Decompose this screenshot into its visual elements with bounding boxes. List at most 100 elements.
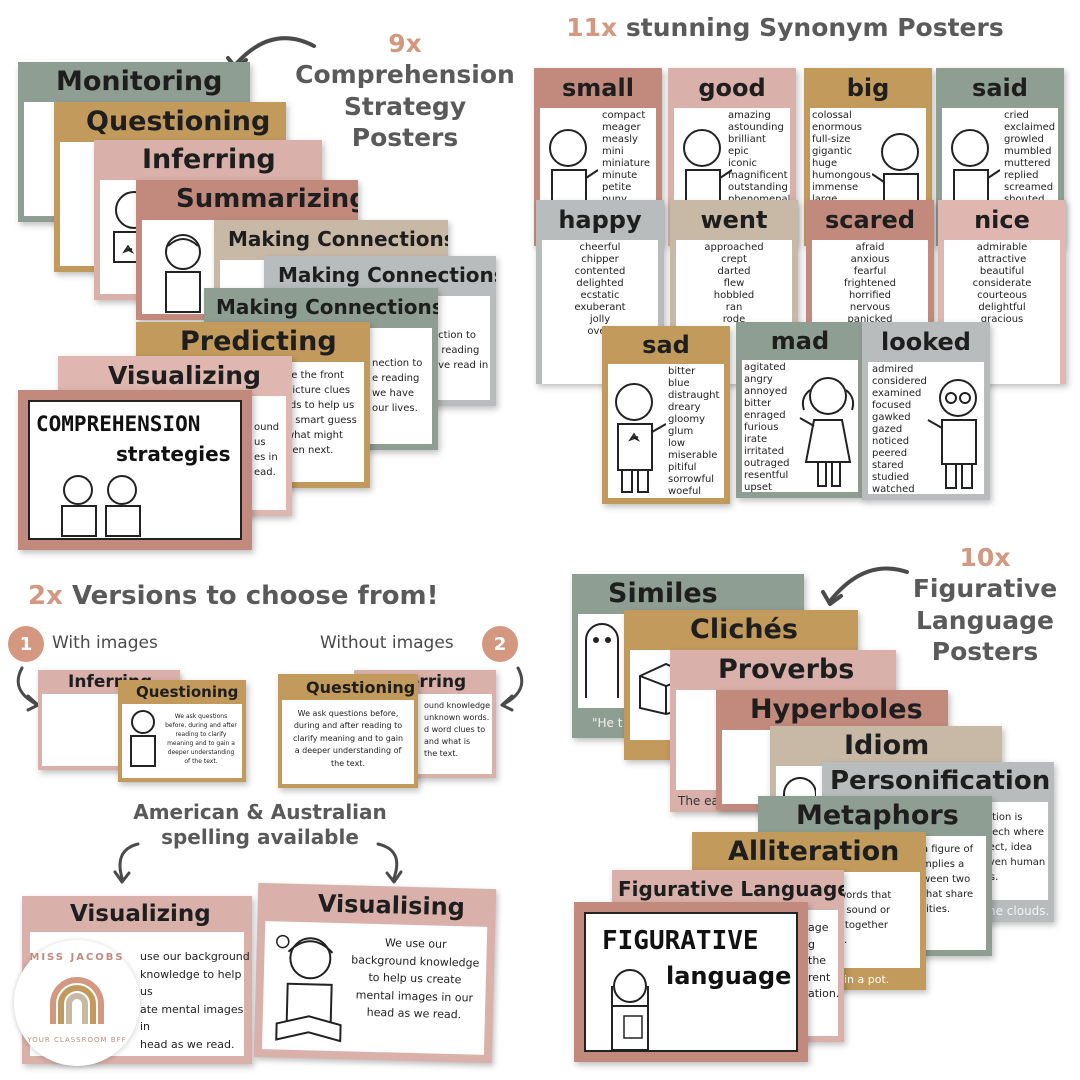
rainbow-icon	[50, 977, 104, 1024]
cover-title: COMPREHENSION	[36, 412, 201, 436]
version-badge-2: 2	[482, 626, 518, 662]
synonym-word: scared	[825, 206, 915, 234]
poster-snippet: "He t	[592, 716, 623, 730]
card-title: Questioning	[136, 683, 239, 701]
curved-arrow-icon	[113, 842, 140, 884]
child-glasses-icon	[927, 379, 977, 489]
poster-title: Idiom	[844, 729, 930, 761]
card-text: We ask questions before, during and afte…	[292, 709, 404, 768]
figurative-line1: Figurative	[912, 574, 1058, 604]
versions-text: Versions to choose from!	[71, 581, 439, 611]
reading-children-icon	[61, 475, 141, 537]
comprehension-heading: 9x Comprehension Strategy Posters	[290, 28, 520, 153]
poster-title: Hyperboles	[750, 693, 923, 725]
girl-pointing-icon	[799, 377, 855, 487]
poster-title: Personification	[830, 766, 1051, 796]
synonym-word: small	[562, 74, 634, 102]
version-label-with-images: With images	[52, 633, 158, 653]
card-title: Visualising	[317, 889, 466, 922]
child-pointing-icon	[615, 383, 666, 493]
ghost-icon	[585, 623, 619, 698]
poster-title: Proverbs	[718, 653, 855, 685]
cover-title: FIGURATIVE	[602, 926, 759, 956]
card-text: We use our background knowledge to help …	[351, 936, 480, 1022]
reading-girl-icon	[275, 934, 342, 1043]
poster-title: Predicting	[180, 325, 337, 357]
poster-title: Metaphors	[796, 799, 959, 831]
poster-title: Similes	[608, 577, 718, 609]
version-card-questioning-plain: Questioning We ask questions before, dur…	[278, 674, 418, 788]
curved-arrow-icon	[376, 842, 403, 884]
synonym-word: went	[700, 206, 768, 234]
synonym-word: nice	[974, 206, 1030, 234]
poster-title: Summarizing	[176, 184, 358, 214]
synonym-word: big	[846, 74, 890, 102]
poster-snippet: he clouds.	[988, 904, 1050, 918]
poster-title: Inferring	[142, 143, 276, 175]
poster-title: Monitoring	[56, 65, 223, 97]
cover-subtitle: strategies	[116, 442, 231, 466]
girl-holding-paper-icon	[611, 969, 649, 1051]
cover-subtitle: language	[666, 962, 792, 990]
synonym-word: mad	[770, 327, 830, 355]
synonym-word: good	[698, 74, 766, 102]
synonym-word: said	[972, 74, 1028, 102]
figurative-line3: Posters	[931, 636, 1039, 666]
card-title: Visualizing	[70, 901, 211, 927]
spelling-card-visualising: Visualising We use our background knowle…	[253, 882, 497, 1064]
synonym-heading: 11x stunning Synonym Posters	[560, 12, 1010, 43]
poster-comprehension-cover: COMPREHENSION strategies	[18, 390, 252, 550]
poster-title: Making Connections	[278, 263, 496, 287]
brand-logo: MISS JACOBS YOUR CLASSROOM BFF	[14, 940, 140, 1066]
versions-count: 2x	[28, 581, 63, 611]
card-title: Questioning	[306, 677, 416, 697]
child-icon	[165, 234, 201, 313]
comprehension-line2: Strategy	[343, 91, 467, 121]
child-icon	[130, 710, 156, 767]
synonym-word: sad	[642, 331, 690, 359]
figurative-line2: Language	[915, 605, 1054, 635]
figurative-count: 10x	[959, 543, 1011, 572]
figurative-heading: 10x Figurative Language Posters	[900, 542, 1070, 667]
poster-title: Alliteration	[728, 835, 900, 867]
synonym-text: stunning Synonym Posters	[625, 13, 1004, 42]
spelling-heading: American & Australian spelling available	[110, 800, 410, 850]
poster-figurative-cover: FIGURATIVE language	[574, 902, 808, 1062]
poster-snippet: The ea	[678, 794, 719, 808]
comprehension-count: 9x	[388, 29, 422, 58]
card-text: We ask questions before, during and afte…	[165, 713, 237, 765]
comprehension-line3: Posters	[351, 122, 459, 152]
poster-title: Visualizing	[108, 360, 261, 390]
poster-title: Clichés	[690, 613, 798, 645]
version-card-questioning-images: Questioning We ask questions before, dur…	[118, 680, 246, 782]
synonym-word: happy	[558, 206, 642, 234]
version-badge-1: 1	[8, 626, 44, 662]
spelling-line1: American & Australian	[133, 800, 387, 824]
curved-arrow-icon	[821, 566, 909, 606]
poster-title: Making Connections	[216, 295, 438, 319]
curved-arrow-icon	[500, 666, 524, 712]
synonym-word: looked	[881, 328, 971, 356]
